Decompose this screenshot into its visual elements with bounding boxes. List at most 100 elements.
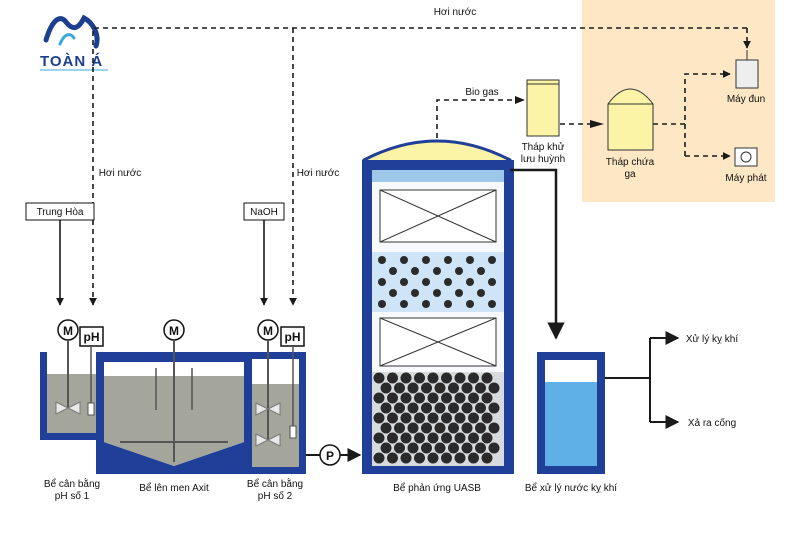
sludge-granule <box>448 422 459 434</box>
sludge-granule <box>373 372 385 384</box>
sludge-granule <box>421 382 432 394</box>
sludge-granule <box>400 432 412 444</box>
be-uasb-label: Bể phản ứng UASB <box>393 482 481 494</box>
sludge-granule <box>481 392 493 404</box>
sludge-granule <box>414 452 425 464</box>
uasb-reactor <box>362 139 514 474</box>
naoh-label: NaOH <box>250 207 278 218</box>
sludge-granule <box>407 422 419 434</box>
sludge-granule <box>441 412 452 424</box>
logo-mark-icon <box>43 14 100 49</box>
sludge-granule <box>434 382 446 394</box>
sludge-granule <box>488 382 500 394</box>
media-dot <box>378 300 386 308</box>
sludge-granule <box>400 412 412 424</box>
desulfurization-tower <box>526 79 560 137</box>
media-dot <box>477 289 485 297</box>
sludge-granule <box>414 432 425 444</box>
media-dot <box>411 289 419 297</box>
media-dot <box>477 267 485 275</box>
sludge-granule <box>394 422 405 434</box>
motor-label-1: M <box>63 324 73 338</box>
sludge-granule <box>394 402 405 414</box>
media-dot <box>411 267 419 275</box>
be-can-bang-2-label-b: pH số 2 <box>258 490 293 502</box>
sludge-granule <box>475 422 486 434</box>
sludge-granule <box>468 432 479 444</box>
media-dot <box>455 289 463 297</box>
sludge-granule <box>441 392 452 404</box>
sludge-granule <box>387 392 398 404</box>
anaerobic-water-tank <box>537 352 605 474</box>
boiler-icon <box>735 50 759 89</box>
sludge-granule <box>380 422 392 434</box>
sludge-granule <box>488 442 500 454</box>
ph-probe-2: pH <box>280 326 305 439</box>
sludge-granule <box>441 452 452 464</box>
media-dots <box>378 256 496 308</box>
sludge-granule <box>461 442 473 454</box>
thap-chua-label-2: ga <box>624 169 636 180</box>
logo-text: TOÀN Á <box>40 53 103 70</box>
be-can-bang-2-label-a: Bể cân bằng <box>247 477 303 490</box>
sludge-granule <box>414 372 425 384</box>
thap-chua-label-1: Tháp chứa <box>606 157 655 168</box>
media-dot <box>422 256 430 264</box>
media-dot <box>466 256 474 264</box>
mixer-2: M <box>120 319 228 462</box>
media-dot <box>444 278 452 286</box>
sludge-granule <box>468 392 479 404</box>
sludge-granule <box>481 412 493 424</box>
sludge-granule <box>407 442 419 454</box>
sludge-granule <box>427 392 439 404</box>
media-dot <box>378 256 386 264</box>
sludge-granule <box>481 432 493 444</box>
biogas-line <box>436 99 525 138</box>
hoi-nuoc-top-label: Hơi nước <box>434 7 477 18</box>
mixer-1: M <box>55 319 81 415</box>
generator-icon <box>734 147 758 167</box>
hoi-nuoc-mid-label: Hơi nước <box>297 168 340 179</box>
sludge-granule <box>394 442 405 454</box>
mixer-3: M <box>255 319 281 447</box>
may-phat-label: Máy phát <box>725 173 766 184</box>
sludge-granule <box>387 432 398 444</box>
sludge-granule <box>427 452 439 464</box>
logo: TOÀN Á <box>40 14 108 71</box>
be-can-bang-1-label-a: Bể cân bằng <box>44 477 100 490</box>
sludge-granule <box>414 392 425 404</box>
sludge-granule <box>400 452 412 464</box>
sludge-granule <box>441 432 452 444</box>
sludge-granule <box>448 442 459 454</box>
sludge-granule <box>387 372 398 384</box>
media-dot <box>400 278 408 286</box>
sludge-granule <box>454 412 466 424</box>
sludge-granule <box>380 382 392 394</box>
sludge-granule <box>414 412 425 424</box>
sludge-granule <box>434 422 446 434</box>
sludge-granule <box>380 402 392 414</box>
media-dot <box>422 300 430 308</box>
sludge-granule <box>454 392 466 404</box>
media-dot <box>400 300 408 308</box>
ph-probe-1: pH <box>79 326 104 416</box>
sludge-granule <box>448 402 459 414</box>
sludge-granule <box>454 432 466 444</box>
media-dot <box>466 300 474 308</box>
media-dot <box>444 300 452 308</box>
pump-label: P <box>326 449 334 463</box>
sludge-granule <box>461 402 473 414</box>
sludge-granule <box>475 382 486 394</box>
be-len-men-label: Bể lên men Axit <box>139 482 209 494</box>
sludge-granule <box>407 402 419 414</box>
media-dot <box>444 256 452 264</box>
sludge-granules <box>373 372 500 464</box>
ph-label-1: pH <box>84 330 100 344</box>
sludge-granule <box>421 442 432 454</box>
sludge-granule <box>488 422 500 434</box>
motor-label-2: M <box>169 324 179 338</box>
sludge-granule <box>373 412 385 424</box>
sludge-granule <box>468 452 479 464</box>
sludge-granule <box>400 372 412 384</box>
